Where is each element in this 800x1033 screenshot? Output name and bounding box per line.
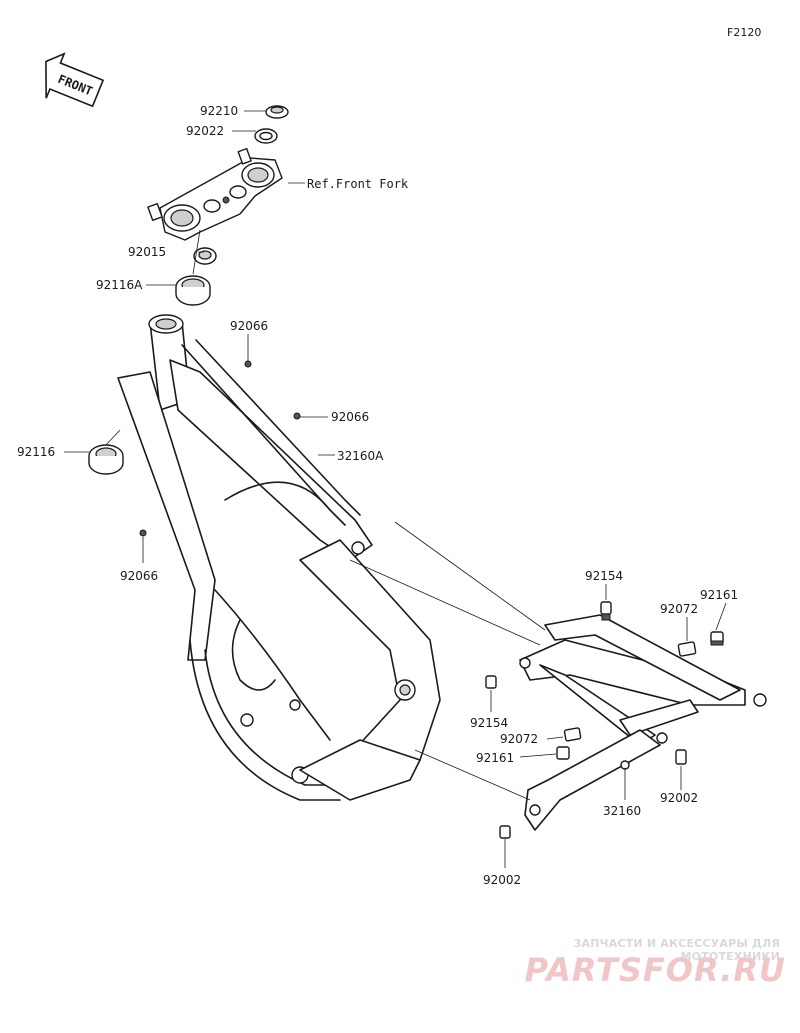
cap-92066-c xyxy=(139,529,147,537)
collar-92072-left xyxy=(563,727,582,742)
bolt-92154-upper xyxy=(600,601,612,621)
collar-92072-right xyxy=(677,641,697,657)
bolt-92002-right xyxy=(675,749,687,765)
label-92154-left: 92154 xyxy=(470,716,508,730)
label-92002-left: 92002 xyxy=(483,873,521,887)
label-92066-c: 92066 xyxy=(120,569,158,583)
label-92002-right: 92002 xyxy=(660,791,698,805)
label-32160A: 32160A xyxy=(337,449,384,463)
label-92154-upper: 92154 xyxy=(585,569,623,583)
label-92015: 92015 xyxy=(128,245,166,259)
nut-92210 xyxy=(265,105,289,119)
label-92116: 92116 xyxy=(17,445,55,459)
cap-92066-b xyxy=(293,412,301,420)
label-92161-right: 92161 xyxy=(700,588,738,602)
label-92161-left: 92161 xyxy=(476,751,514,765)
label-92066-a: 92066 xyxy=(230,319,268,333)
triple-clamp xyxy=(147,147,283,241)
cap-92066-a xyxy=(244,360,252,368)
watermark-logo: PARTSFOR.RU xyxy=(524,951,786,989)
label-92066-b: 92066 xyxy=(331,410,369,424)
bushing-92161-right xyxy=(710,631,724,646)
figure-id: F2120 xyxy=(727,26,761,39)
leader-lines xyxy=(64,110,727,868)
subframe xyxy=(519,614,767,831)
main-frame xyxy=(117,314,441,801)
label-92072-right: 92072 xyxy=(660,602,698,616)
bolt-92002-left xyxy=(499,825,511,839)
label-92022: 92022 xyxy=(186,124,224,138)
bearing-92116A xyxy=(175,275,211,306)
bearing-92116 xyxy=(88,444,124,475)
nut-92015 xyxy=(193,247,217,265)
watermark-tagline: ЗАПЧАСТИ И АКСЕССУАРЫ ДЛЯ МОТОТЕХНИКИ xyxy=(573,937,780,963)
bushing-92161-left xyxy=(556,746,570,760)
label-92116A: 92116A xyxy=(96,278,143,292)
label-92072-left: 92072 xyxy=(500,732,538,746)
bolt-92154-left xyxy=(485,675,497,689)
front-arrow-icon: FRONT xyxy=(45,52,105,108)
label-32160: 32160 xyxy=(603,804,641,818)
ref-front-fork: Ref.Front Fork xyxy=(307,177,409,191)
washer-92022 xyxy=(254,128,278,144)
label-92210: 92210 xyxy=(200,104,238,118)
